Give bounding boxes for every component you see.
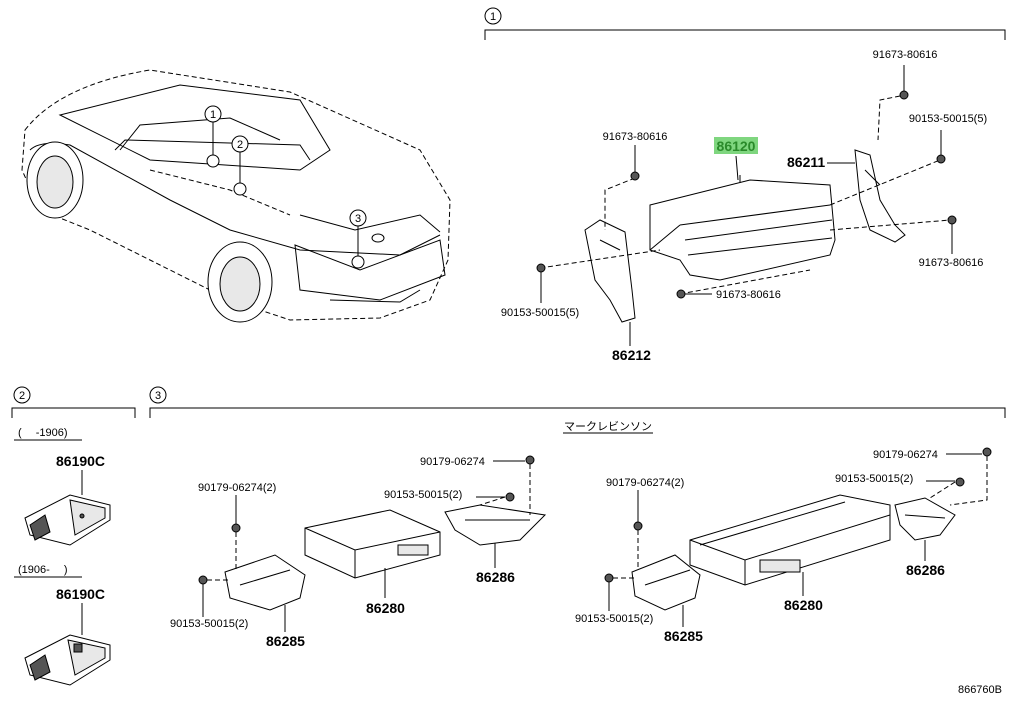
- car-marker-2[interactable]: 2: [231, 135, 249, 196]
- part-label-86212[interactable]: 86212: [612, 347, 651, 363]
- fastener-label-f4[interactable]: 91673-80616: [873, 49, 938, 61]
- section-3-title: マークレビンソン: [564, 420, 652, 433]
- fastener-label-f2[interactable]: 90153-50015(5): [501, 307, 579, 319]
- part-label-86190c-b[interactable]: 86190C: [56, 586, 105, 602]
- part-label-86286-right[interactable]: 86286: [906, 562, 945, 578]
- part-86120-highlight: [714, 137, 758, 154]
- section-3-left-fasteners: [198, 455, 535, 585]
- part-86211-bracket[interactable]: [854, 149, 906, 243]
- fastener-label-f6[interactable]: 91673-80616: [919, 257, 984, 269]
- amplifier-86280-left[interactable]: [304, 509, 441, 579]
- section-3-number: 3: [155, 390, 161, 402]
- amplifier-86280-right[interactable]: [689, 494, 891, 586]
- fastener-label-f3[interactable]: 91673-80616: [716, 289, 781, 301]
- fastener-label-f1[interactable]: 91673-80616: [603, 131, 668, 143]
- car-marker-3-label: 3: [355, 213, 361, 225]
- section-2-note-a: ( -1906): [18, 427, 68, 439]
- bracket-86285-left[interactable]: [224, 554, 306, 611]
- section-1-number: 1: [490, 11, 496, 23]
- part-label-86285-left[interactable]: 86285: [266, 633, 305, 649]
- section-3-right-fasteners: [604, 447, 992, 583]
- section-2-bracket: 2: [11, 386, 136, 418]
- fastener-label-r1[interactable]: 90179-06274: [873, 449, 938, 461]
- part-label-86280-right[interactable]: 86280: [784, 597, 823, 613]
- section-1-fasteners: [536, 65, 957, 303]
- fastener-label-r4[interactable]: 90153-50015(2): [575, 613, 653, 625]
- part-86212-bracket[interactable]: [584, 219, 636, 323]
- fastener-label-l3[interactable]: 90153-50015(2): [384, 489, 462, 501]
- diagram-id: 866760B: [958, 684, 1002, 696]
- fastener-label-l1[interactable]: 90179-06274: [420, 456, 485, 468]
- car-illustration: [21, 69, 451, 323]
- part-label-86190c-a[interactable]: 86190C: [56, 453, 105, 469]
- section-2-number: 2: [19, 390, 25, 402]
- car-marker-2-label: 2: [237, 139, 243, 151]
- car-marker-1-label: 1: [210, 109, 216, 121]
- bracket-86286-right[interactable]: [894, 497, 956, 541]
- switch-86190c-a[interactable]: [24, 494, 111, 546]
- part-86120-unit[interactable]: [649, 175, 836, 281]
- fastener-label-l4[interactable]: 90153-50015(2): [170, 618, 248, 630]
- fastener-label-r2[interactable]: 90179-06274(2): [606, 477, 684, 489]
- part-label-86286-left[interactable]: 86286: [476, 569, 515, 585]
- section-3-bracket: 3: [149, 386, 1006, 418]
- part-label-86120[interactable]: 86120: [717, 138, 756, 154]
- fastener-label-f5[interactable]: 90153-50015(5): [909, 113, 987, 125]
- bracket-86286-left[interactable]: [444, 504, 547, 546]
- section-1-dashes: [539, 95, 951, 295]
- bracket-86285-right[interactable]: [631, 554, 701, 611]
- fastener-label-r3[interactable]: 90153-50015(2): [835, 473, 913, 485]
- part-label-86211[interactable]: 86211: [787, 154, 825, 170]
- car-marker-1[interactable]: 1: [204, 105, 222, 168]
- fastener-label-l2[interactable]: 90179-06274(2): [198, 482, 276, 494]
- part-label-86280-left[interactable]: 86280: [366, 600, 405, 616]
- car-marker-3[interactable]: 3: [349, 209, 367, 269]
- section-1-bracket: 1: [484, 7, 1006, 40]
- switch-86190c-b[interactable]: [24, 634, 111, 686]
- part-label-86285-right[interactable]: 86285: [664, 628, 703, 644]
- section-2-note-b: (1906- ): [18, 564, 68, 576]
